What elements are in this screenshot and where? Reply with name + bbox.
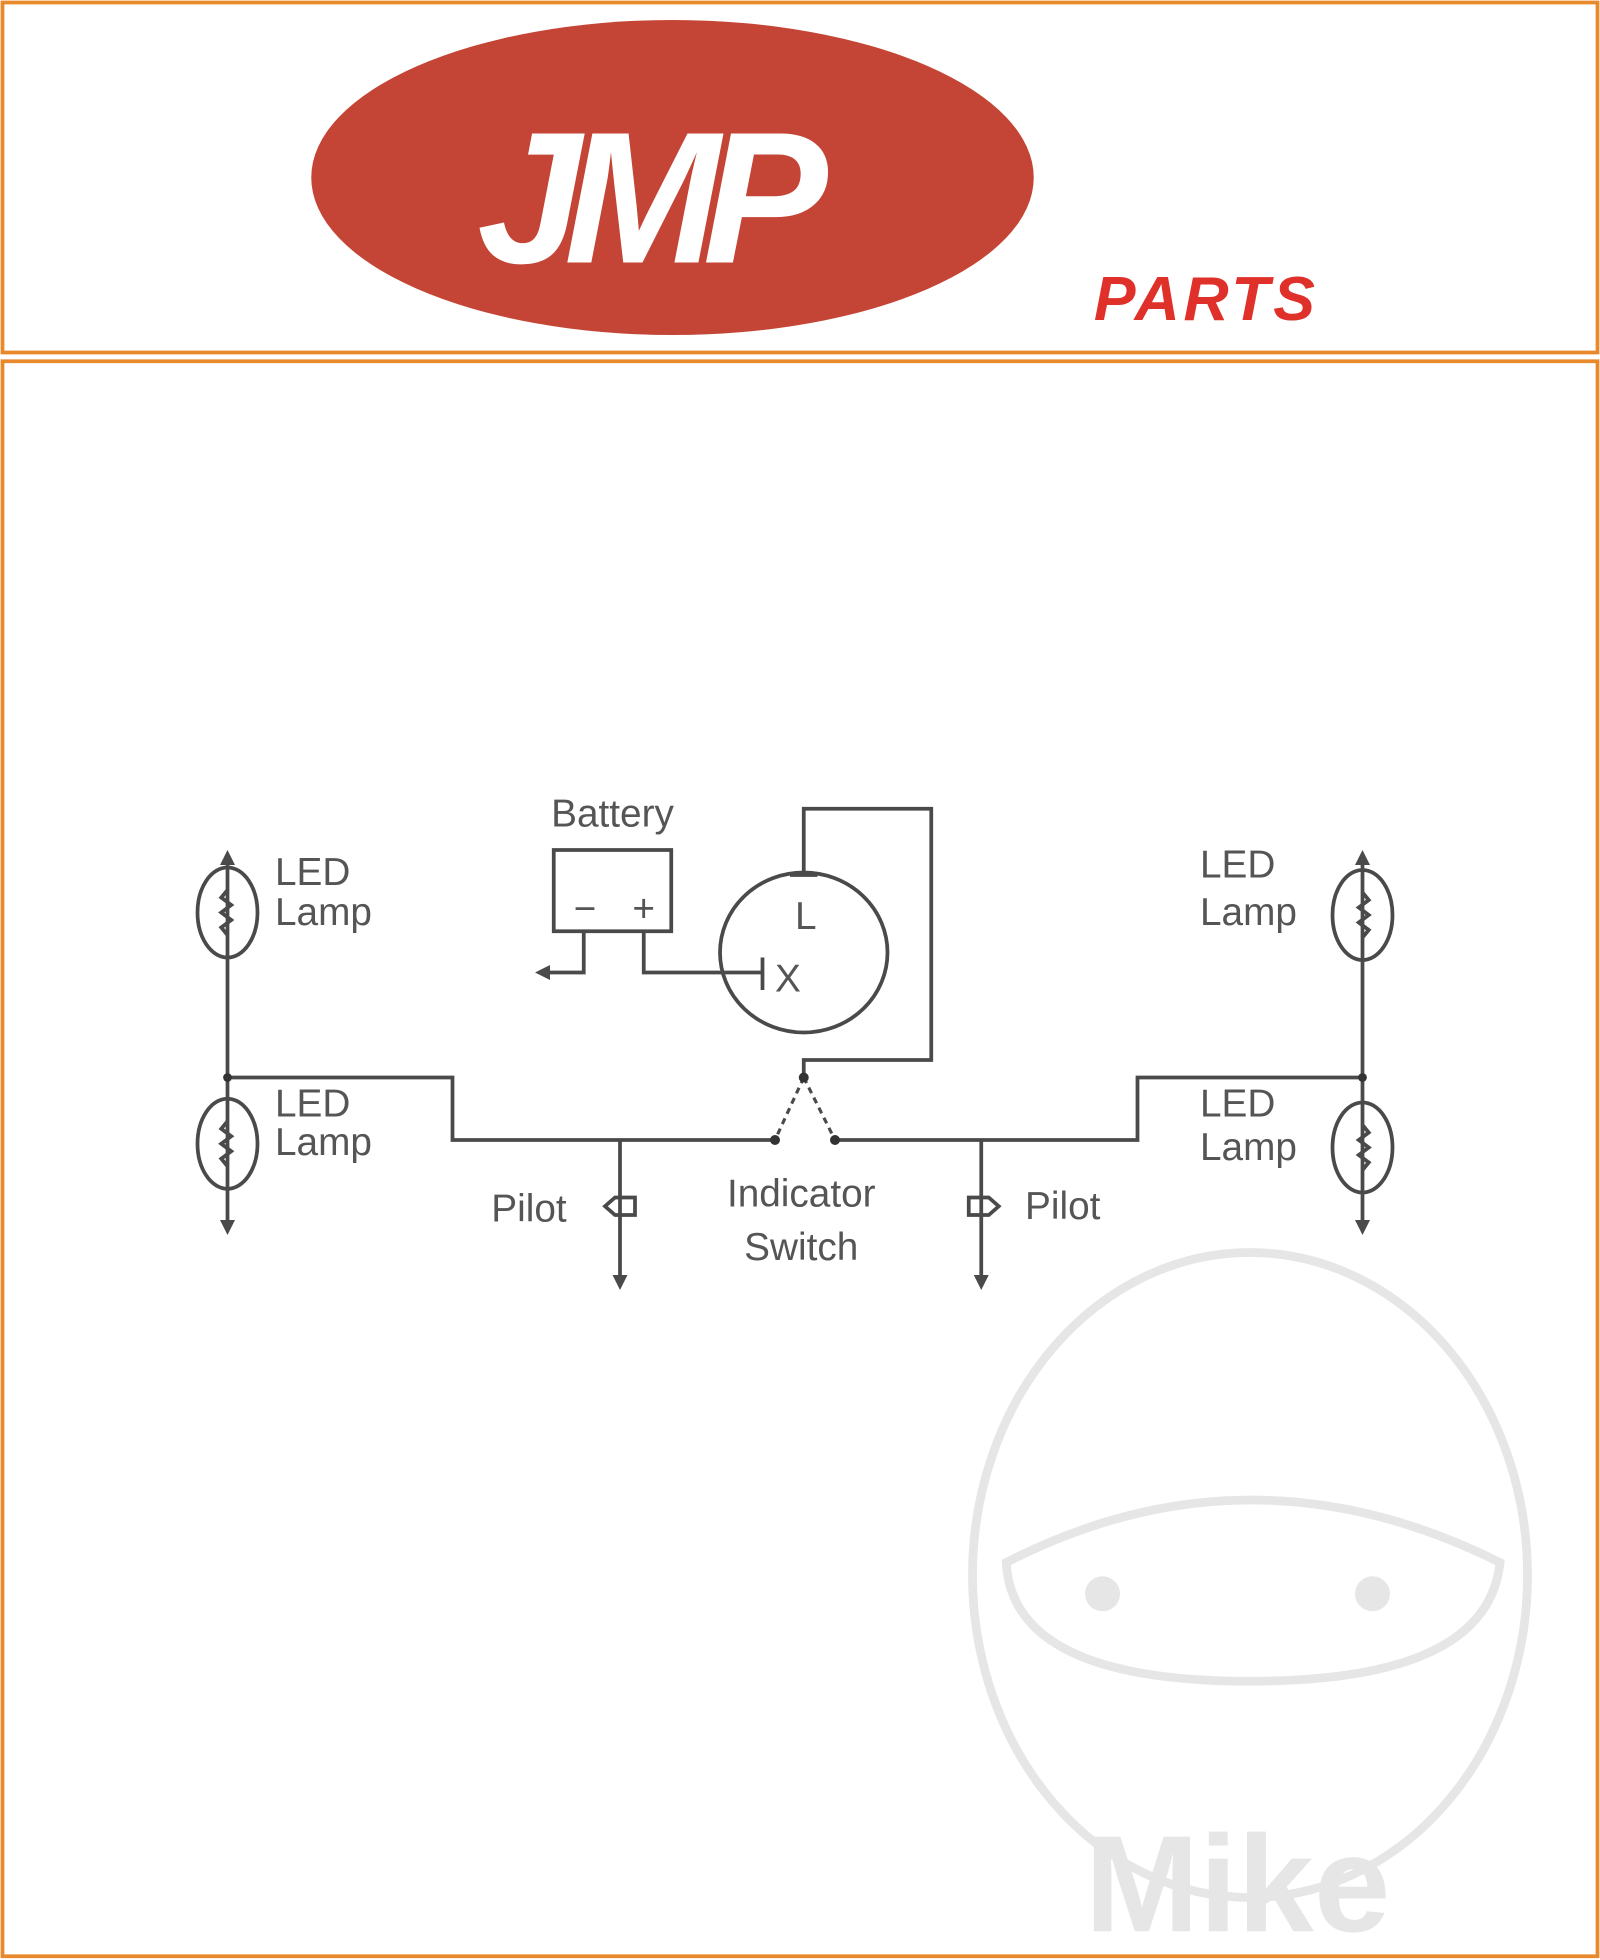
- led-lamp-symbol: [1330, 868, 1395, 962]
- terminal-l-label: L: [795, 895, 817, 938]
- battery-minus: −: [574, 887, 597, 930]
- wiring-diagram: L X − + Battery LED Lamp LED Lamp LED La…: [195, 792, 1395, 1290]
- lamp-label: Lamp: [1200, 891, 1297, 934]
- pilot-lamp-icon: [602, 1195, 637, 1217]
- battery-label: Battery: [551, 792, 674, 835]
- header-frame: [0, 0, 1600, 355]
- lamp-label: LED: [275, 1082, 350, 1125]
- pilot-label: Pilot: [1025, 1185, 1101, 1228]
- arrow-up-icon: [1355, 850, 1370, 865]
- arrow-up-icon: [220, 850, 235, 865]
- logo-parts-text: PARTS: [1094, 264, 1319, 334]
- battery-symbol: − + Battery: [535, 792, 763, 980]
- ground-arrow-icon: [1355, 1220, 1370, 1235]
- led-lamp-symbol: [1330, 1100, 1395, 1195]
- pilot-lamp-icon: [966, 1195, 1002, 1217]
- filament-icon: [1355, 891, 1372, 939]
- terminal-x-label: X: [775, 957, 801, 1000]
- flasher-relay-symbol: L X: [718, 870, 890, 1035]
- pilot-label: Pilot: [491, 1187, 567, 1230]
- left-lamp-column: [195, 850, 260, 1235]
- jmp-logo: JMP PARTS: [311, 20, 1319, 335]
- indicator-switch-symbol: [770, 806, 934, 1145]
- ground-arrow-icon: [973, 1275, 989, 1290]
- mike-watermark: Mike: [968, 1248, 1532, 1960]
- ground-arrow-icon: [535, 965, 550, 980]
- lamp-label: LED: [1200, 1082, 1275, 1125]
- switch-label: Indicator: [727, 1172, 876, 1215]
- filament-icon: [1355, 1123, 1372, 1172]
- lamp-label: Lamp: [275, 891, 372, 934]
- filament-icon: [218, 888, 235, 937]
- filament-icon: [218, 1120, 235, 1168]
- led-lamp-symbol: [195, 1096, 260, 1191]
- led-lamp-symbol: [195, 865, 260, 960]
- content-frame: [0, 359, 1600, 1959]
- lamp-label: LED: [275, 851, 350, 894]
- lamp-label: Lamp: [1200, 1126, 1297, 1169]
- ground-arrow-icon: [220, 1220, 235, 1235]
- logo-text: JMP: [477, 93, 828, 303]
- lamp-label: LED: [1200, 844, 1275, 887]
- watermark-text: Mike: [1085, 1808, 1391, 1960]
- battery-plus: +: [632, 887, 655, 930]
- switch-label: Switch: [744, 1226, 858, 1269]
- right-lamp-column: [1330, 850, 1395, 1235]
- lamp-label: Lamp: [275, 1121, 372, 1164]
- ground-arrow-icon: [612, 1275, 628, 1290]
